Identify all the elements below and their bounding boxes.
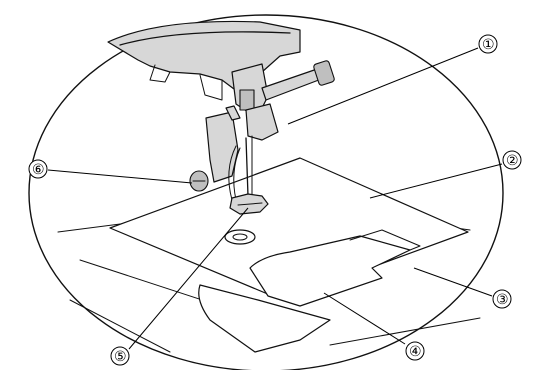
callout-4-label: ④ (409, 344, 422, 360)
callout-3-label: ③ (496, 292, 509, 308)
callout-6-label: ⑥ (32, 162, 45, 178)
callout-2: ② (503, 151, 521, 169)
callout-4: ④ (406, 342, 424, 360)
callout-1-label: ① (482, 37, 495, 53)
callout-5-label: ⑤ (114, 349, 127, 365)
callout-6: ⑥ (29, 160, 47, 178)
callout-3: ③ (493, 290, 511, 308)
callout-5: ⑤ (111, 347, 129, 365)
callout-2-label: ② (506, 153, 519, 169)
presser-foot-holder-screw (190, 171, 208, 191)
callout-1: ① (479, 35, 497, 53)
